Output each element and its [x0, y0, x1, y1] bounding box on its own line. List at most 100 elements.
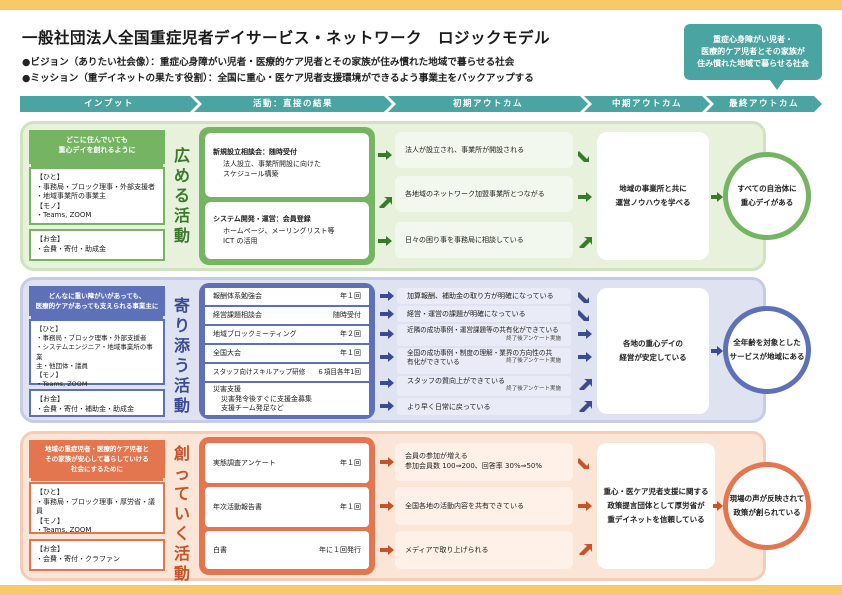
activity-frequency: 年２回	[340, 330, 361, 338]
input-goal-line: 社会にするために	[70, 465, 124, 473]
initial-outcome: 全国各地の活動内容を共有できている	[395, 487, 573, 525]
final-outcome-line: すべての自治体に	[737, 184, 797, 193]
people-item: ・事務局・ブロック理事・外部支援者	[36, 182, 155, 191]
vision-text: ●ビジョン（ありたい社会像）：重症心身障がい児者・医療的ケア児者とその家族が住み…	[22, 57, 515, 68]
activity-frequency: 年１回	[340, 503, 361, 511]
things-label: 【モノ】	[36, 371, 62, 380]
final-outcome-spread: すべての自治体に重心デイがある	[723, 152, 811, 240]
people-label: 【ひと】	[36, 173, 64, 181]
input-resources-support: 【ひと】 ・事務局・ブロック理事・外部支援者 ・システムエンジニア・地域事業所の…	[29, 319, 165, 388]
mid-outcome-line: 重デイネットを信頼している	[607, 515, 705, 524]
activity-row: 地域ブロックミーティング 年２回	[205, 326, 369, 343]
arrow-up-right-icon	[578, 400, 592, 412]
initial-outcome-text: 有化ができている	[407, 357, 460, 366]
initial-outcome-text: スタッフの質向上ができている	[407, 377, 505, 385]
activity-frequency: 随時受付	[333, 311, 361, 319]
activity-name: スタッフ向けスキルアップ研修	[213, 368, 306, 376]
arrow-right-icon	[380, 378, 394, 388]
arrow-right-icon	[578, 501, 592, 511]
initial-outcome: より早く日常に戻っている	[397, 398, 571, 415]
activity-name: 年次活動報告書	[213, 503, 262, 511]
arrow-down-right-icon	[578, 150, 590, 162]
initial-outcome: メディアで取り上げられる	[395, 531, 573, 569]
stage-input: インプット	[20, 96, 198, 112]
arrow-right-icon	[713, 501, 725, 511]
final-outcome-create: 現場の声が反映されて政策が創られている	[723, 462, 811, 550]
arrow-right-icon	[578, 192, 592, 202]
activity-row: 経営課題相談会随時受付	[205, 307, 369, 324]
initial-outcome: 近隣の成功事例・運営課題等の共有化ができている 終了後アンケート実施	[397, 324, 571, 346]
bottom-accent-bar	[0, 585, 842, 595]
input-resources-create: 【ひと】 ・事務局・ブロック理事・厚労省・議員 【モノ】 ・Teams, ZOO…	[29, 482, 165, 534]
activity-detail: ホームページ、メーリングリスト等	[223, 227, 335, 235]
initial-outcome: スタッフの質向上ができている 終了後アンケート実施	[397, 376, 571, 396]
activity-name: 地域ブロックミーティング	[213, 330, 297, 338]
arrow-right-icon	[578, 329, 592, 339]
initial-outcome: 各地域のネットワーク加盟事業所とつながる	[395, 176, 573, 212]
arrow-right-icon	[711, 192, 723, 202]
initial-outcome-note: 終了後アンケート実施	[506, 386, 561, 392]
activity-row: 実態調査アンケート 年１回	[205, 443, 369, 483]
activity-detail: 災害発令後すぐに支援金募集	[221, 394, 312, 403]
activity-detail: スケジュール構築	[223, 170, 279, 178]
bubble-line: 医療的ケア児者とその家族が	[701, 47, 805, 56]
stage-activity: 活動：直接の結果	[194, 96, 392, 112]
arrow-right-icon	[380, 309, 394, 319]
arrow-up-right-icon	[578, 236, 592, 248]
arrow-right-icon	[380, 501, 394, 511]
final-outcome-support: 全年齢を対象としたサービスが地域にある	[723, 306, 811, 394]
bubble-tail	[770, 80, 784, 90]
initial-outcome: 日々の困り事を事務局に相談している	[395, 222, 573, 258]
money-item: ・会費・寄付・クラファン	[36, 554, 120, 563]
mid-outcome-line: 政策提言団体として厚労省が	[607, 501, 705, 510]
people-item: ・事務局・ブロック理事・外部支援者	[36, 334, 147, 343]
initial-outcome-text: 会員の参加が増える	[405, 452, 468, 460]
money-item: ・会費・寄付・助成金	[36, 244, 106, 253]
activity-disaster-card: 災害支援 災害発令後すぐに支援金募集 支援チーム発足など	[205, 383, 369, 415]
activity-name: 全国大会	[213, 349, 241, 357]
stage-initial-outcome: 初期アウトカム	[388, 96, 588, 112]
activity-title: 新規設立相談会：随時受付	[213, 148, 297, 156]
activity-name: 報酬体系勉強会	[213, 292, 262, 300]
arrow-right-icon	[380, 291, 394, 301]
people-item: ・地域事業所の事業主	[36, 192, 106, 200]
vision-bubble: 重症心身障がい児者・ 医療的ケア児者とその家族が 住み慣れた地域で暮らせる社会	[684, 24, 822, 80]
arrow-right-icon	[378, 150, 392, 160]
activity-card: 新規設立相談会：随時受付 法人設立、事業所開設に向けた スケジュール構築	[205, 133, 369, 197]
activity-row: 全国大会年１回	[205, 345, 369, 362]
mid-outcome-line: 地域の事業所と共に	[619, 184, 687, 193]
activity-row: 白書年に１回発行	[205, 531, 369, 569]
bubble-line: 重症心身障がい児者・	[713, 35, 793, 44]
people-label: 【ひと】	[36, 488, 64, 496]
arrow-right-icon	[380, 457, 394, 467]
things-label: 【モノ】	[36, 201, 64, 210]
input-goal-line: 地域の重症児者・医療的ケア児者と	[45, 445, 149, 453]
bubble-line: 住み慣れた地域で暮らせる社会	[697, 59, 809, 68]
input-goal-support: どんなに重い障がいがあっても、 医療的ケアがあっても支えられる事業主に	[29, 286, 165, 320]
mid-outcome-line: 運営ノウハウを学べる	[615, 198, 691, 207]
things-label: 【モノ】	[36, 516, 64, 525]
activity-name: 実態調査アンケート	[213, 459, 276, 467]
stage-final-outcome: 最終アウトカム	[706, 96, 822, 112]
activity-frequency: 年１回	[340, 292, 361, 300]
section-label-text: 広める活動	[173, 146, 190, 245]
people-item: 主・他団体・議員	[36, 361, 88, 370]
initial-outcome-text: 全国の成功事例・制度の理解・業界の方向性の共	[407, 349, 553, 357]
mid-outcome-line: 経営が安定している	[619, 353, 687, 362]
arrow-right-icon	[380, 545, 394, 555]
section-label-support: 寄り添う活動	[169, 296, 195, 416]
initial-outcome: 経営・運営の課題が明確になっている	[397, 306, 571, 322]
initial-outcome: 会員の参加が増える 参加会員数 100⇒200、回答率 30%⇒50%	[395, 443, 573, 481]
final-outcome-line: サービスが地域にある	[729, 352, 805, 361]
activity-frequency: 年１回	[340, 459, 361, 467]
money-label: 【お金】	[36, 545, 64, 553]
final-outcome-line: 政策が創られている	[733, 508, 801, 517]
page-title: 一般社団法人全国重症児者デイサービス・ネットワーク ロジックモデル	[22, 29, 551, 47]
arrow-right-icon	[380, 329, 394, 339]
activity-detail: ICT の活用	[223, 237, 258, 245]
input-goal-line: その家族が安心して暮らしていける	[45, 455, 149, 463]
mid-outcome-line: 重心・医ケア児者支援に関する	[603, 487, 709, 496]
input-money-support: 【お金】 ・会費・寄付・補助金・助成金	[29, 389, 165, 417]
initial-outcome: 全国の成功事例・制度の理解・業界の方向性の共 有化ができている 終了後アンケート…	[397, 348, 571, 374]
input-goal-line: どこに住んでいても	[66, 136, 128, 144]
